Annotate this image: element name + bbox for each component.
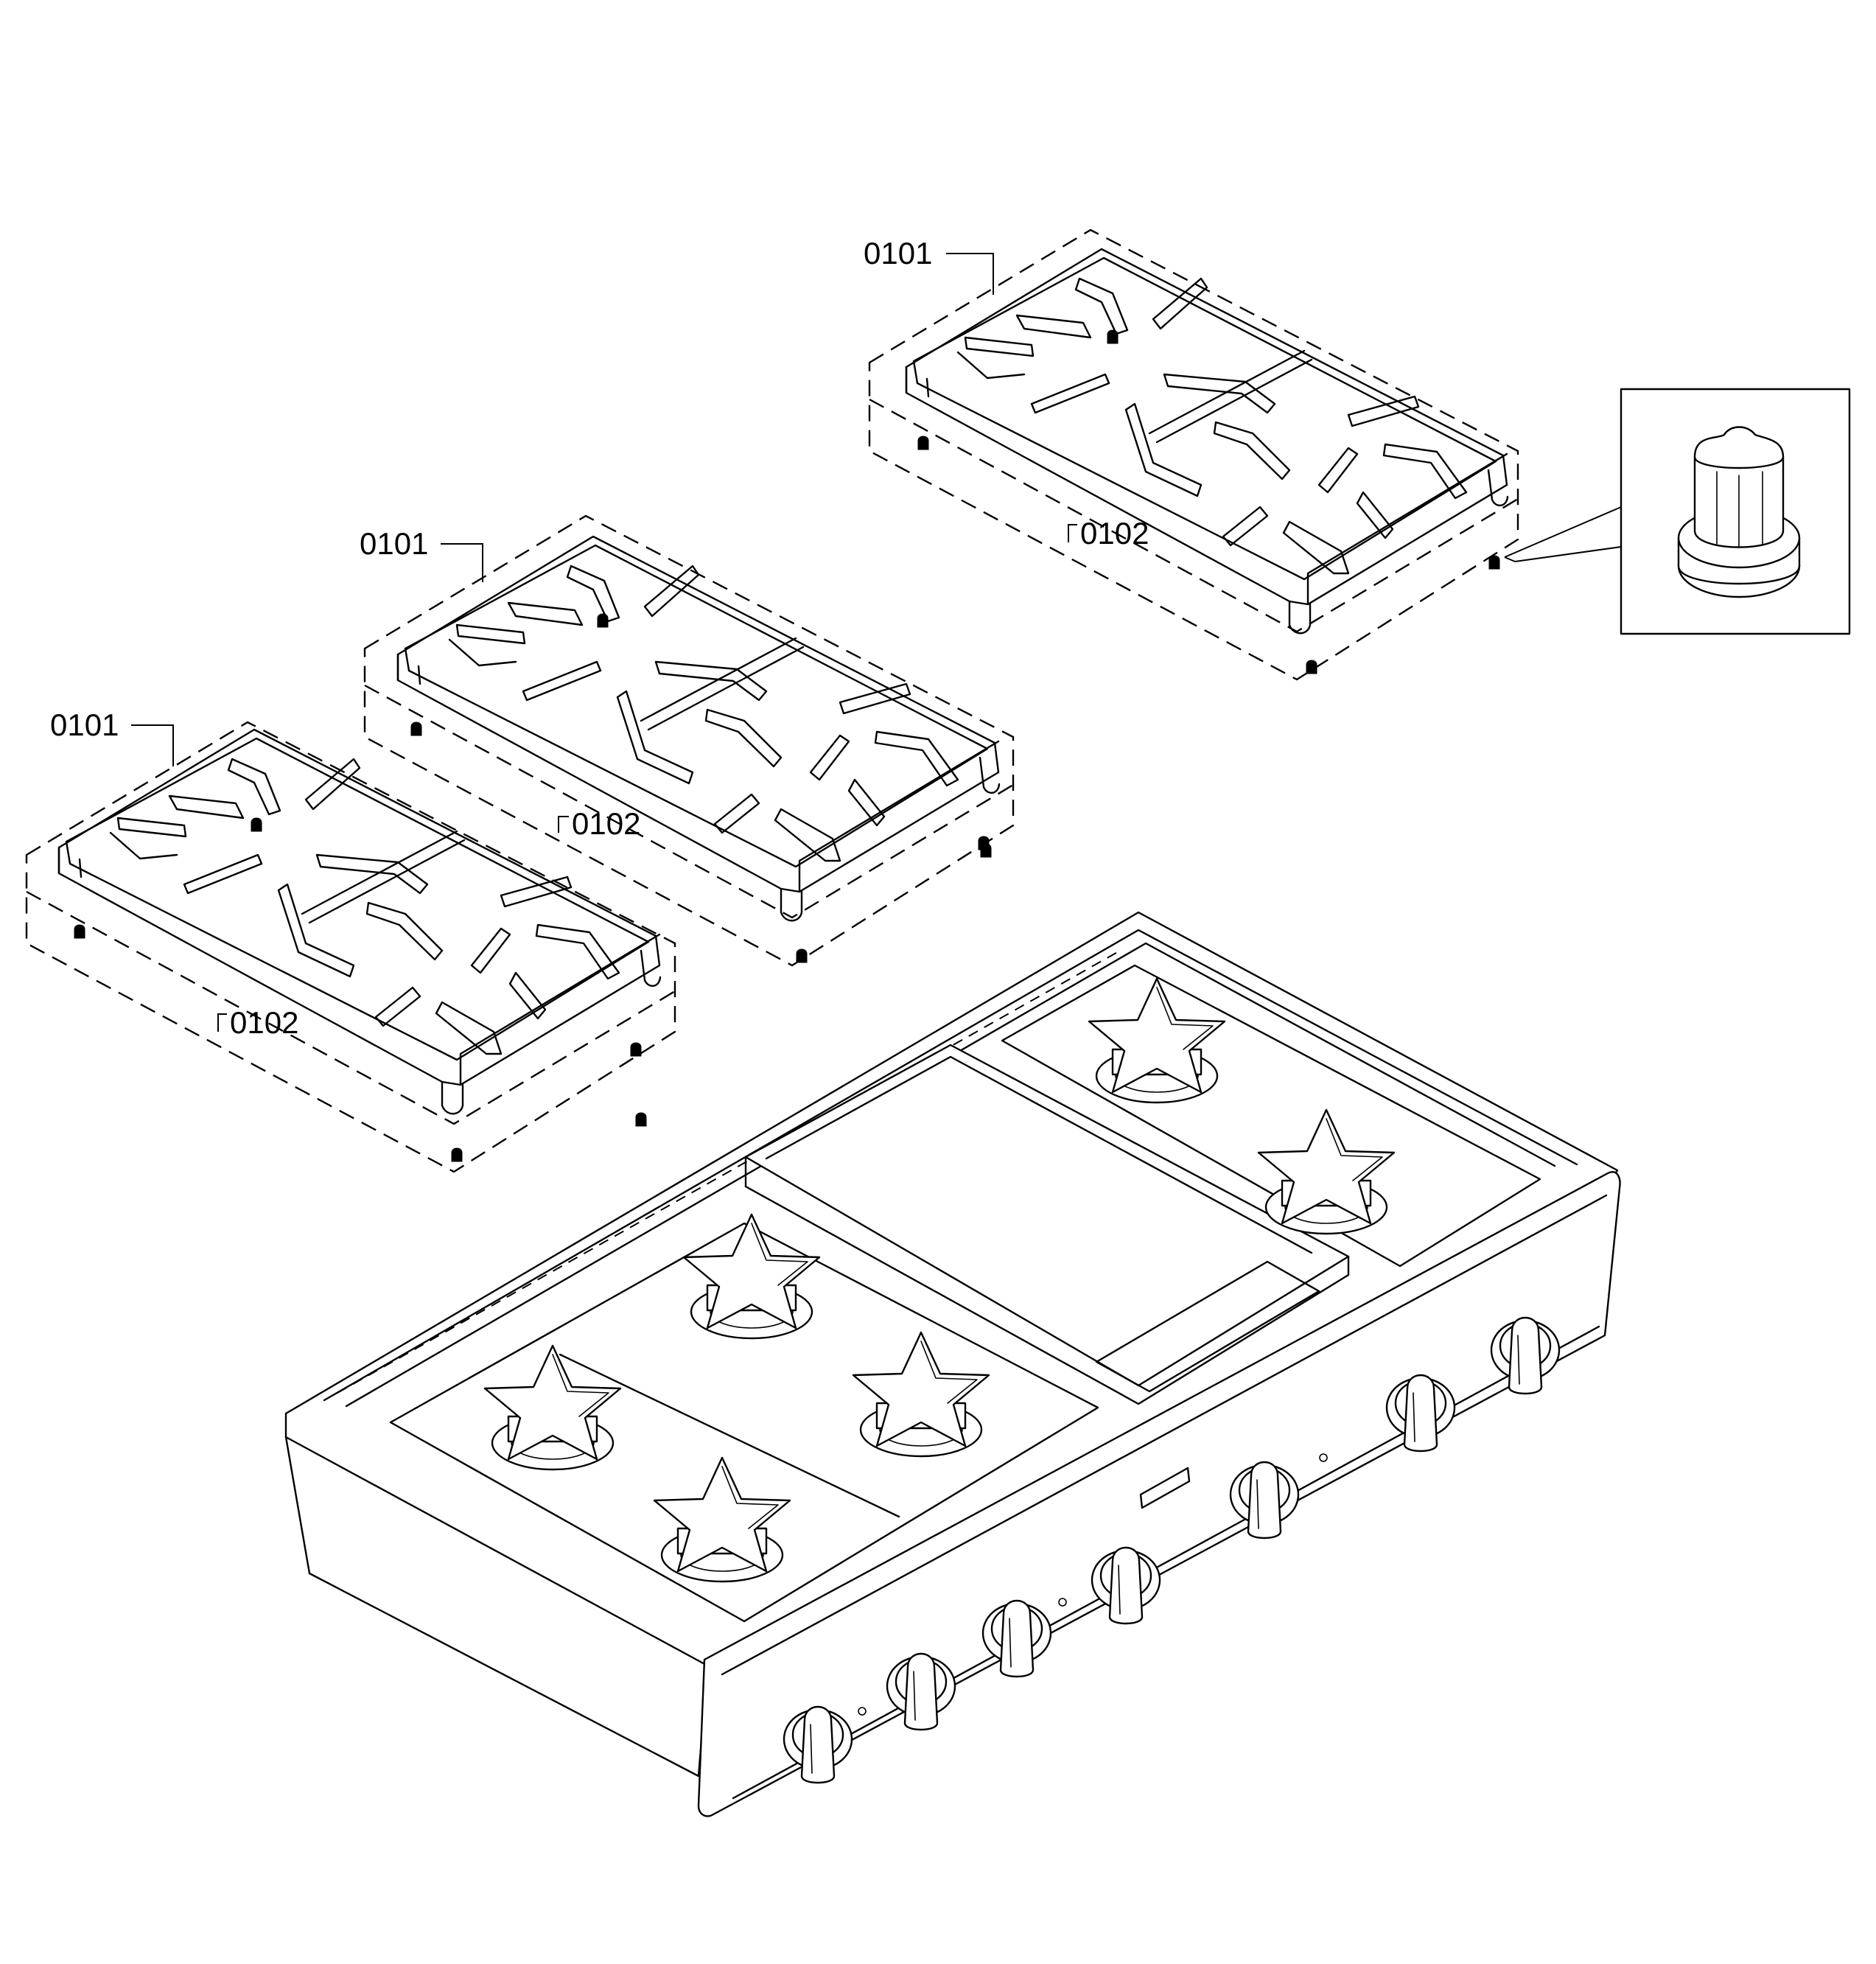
rubber-foot-icon — [1677, 426, 1801, 598]
foot-detail-inset — [1504, 388, 1851, 635]
callout-label: 0102 — [1080, 516, 1149, 551]
callout-0102-middle: 0102 — [558, 806, 640, 841]
callout-label: 0101 — [864, 236, 932, 270]
callout-0101-right: 0101 — [864, 236, 994, 295]
grate-assembly-right — [868, 228, 1519, 681]
grate-assembly-left — [25, 721, 676, 1173]
rangetop-assembly — [284, 911, 1621, 1817]
callout-0102-right: 0102 — [1068, 516, 1149, 551]
callout-label: 0102 — [572, 806, 640, 841]
grate-assembly-middle — [363, 514, 1015, 967]
callout-label: 0101 — [50, 707, 119, 742]
callout-0101-middle: 0101 — [360, 526, 483, 582]
callout-label: 0102 — [230, 1005, 298, 1040]
callout-label: 0101 — [360, 526, 428, 561]
callout-0101-left: 0101 — [50, 707, 174, 766]
callout-0102-left: 0102 — [217, 1005, 298, 1040]
